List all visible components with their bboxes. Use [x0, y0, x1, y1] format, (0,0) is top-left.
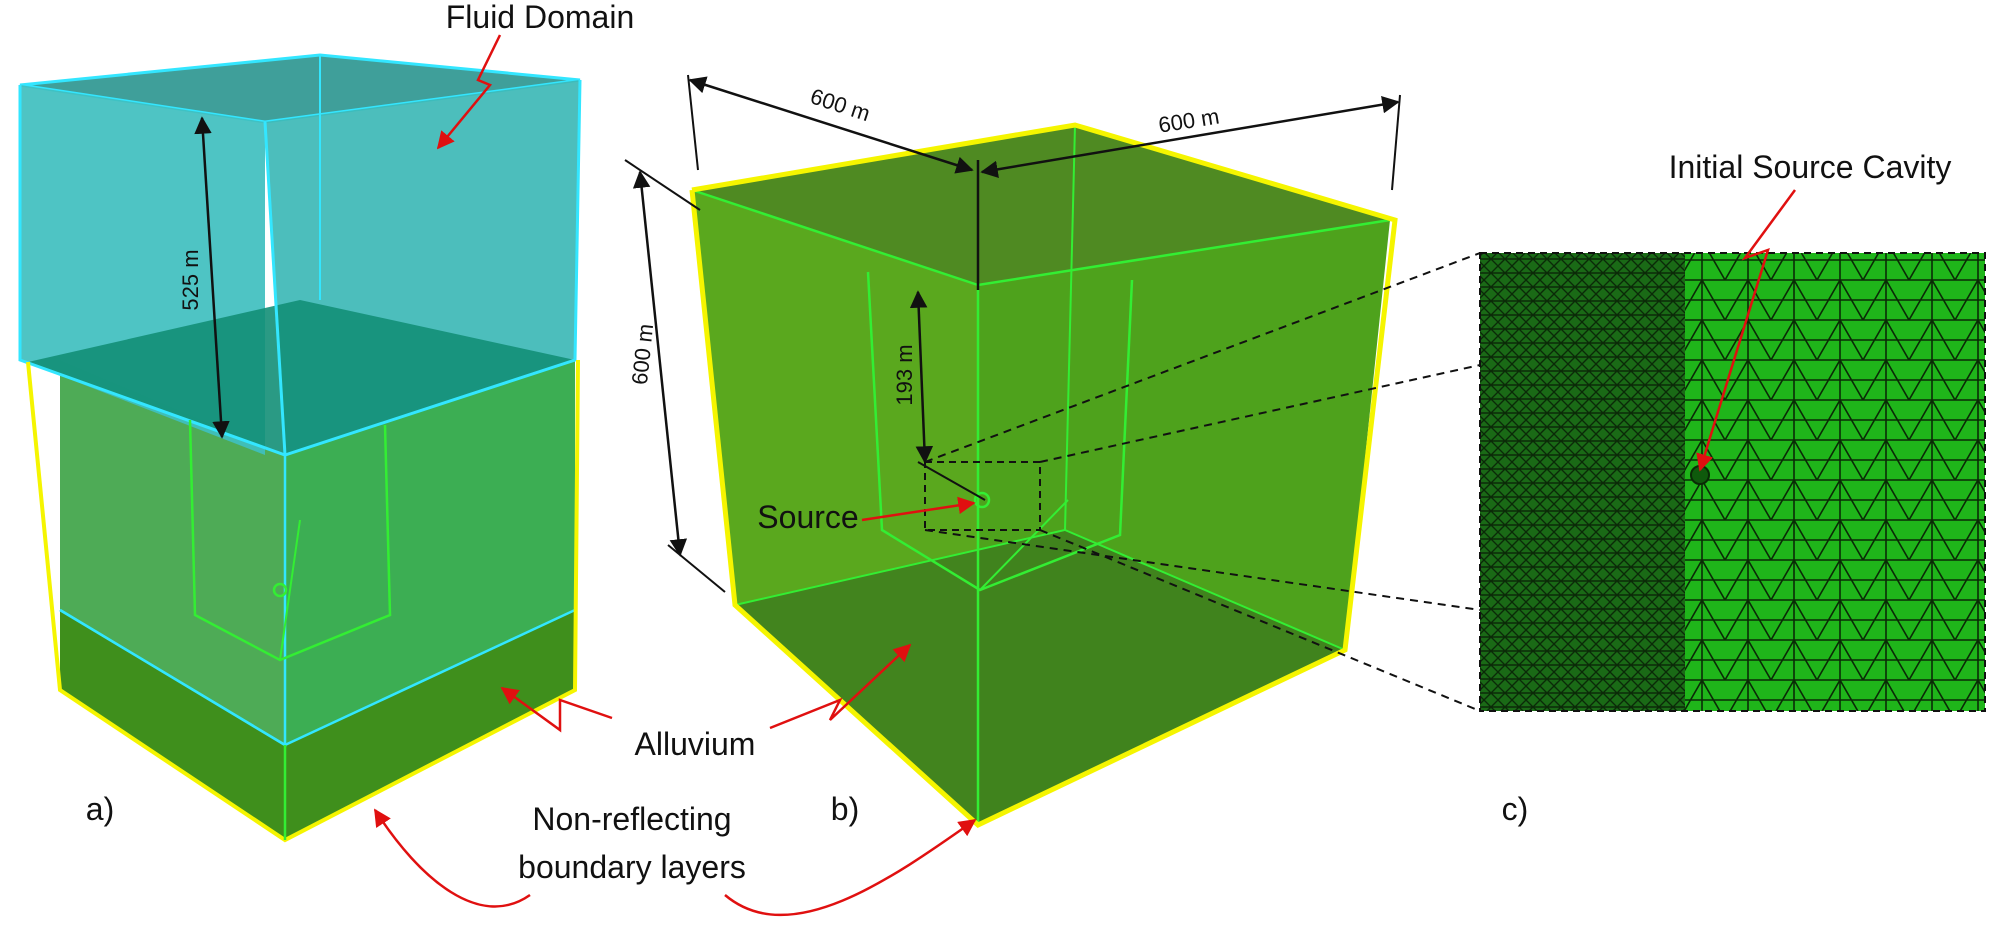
label-alluvium: Alluvium: [635, 726, 756, 762]
panel-a-cyan-bottom-left: [59, 608, 286, 747]
label-nrb-line2: boundary layers: [518, 849, 746, 885]
panel-b-dim-label-600-height: 600 m: [627, 322, 658, 385]
panel-b-bottom-face: [735, 530, 1345, 825]
panel-a-fluid-front-edge: [263, 121, 287, 456]
panel-c-zoom-frame: [1479, 252, 1986, 712]
panel-b-dim-arrow-600-left: [688, 76, 974, 174]
panel-c-mesh-zoom: [924, 252, 1986, 712]
panel-a-dim-arrow-525: [194, 116, 230, 439]
panel-c-connector-3: [924, 529, 1481, 611]
panel-a-source-marker: [272, 582, 288, 598]
fluid-domain-arrow: [436, 34, 502, 150]
panel-b-dim-arrow-193: [909, 290, 934, 464]
panel-b-back-bottom-right: [1064, 529, 1346, 651]
panel-a-model: 525 m: [18, 53, 582, 843]
panel-a-cyan-bottom-right: [284, 608, 576, 747]
panel-b-dim-label-193: 193 m: [892, 344, 917, 405]
alluvium-arrow-a: [500, 686, 613, 733]
label-source: Source: [757, 499, 858, 535]
panel-a-alluvium-lower-band: [60, 610, 575, 840]
panel-c-connector-2: [1039, 364, 1481, 463]
panel-a-inner-green-mid: [279, 519, 301, 661]
nrb-arrow-a: [373, 808, 531, 908]
panel-b-model: 600 m 600 m 600 m 193 m: [624, 74, 1401, 828]
nrb-arrow-b: [724, 818, 977, 917]
panel-label-c: c): [1502, 791, 1529, 827]
source-arrow: [861, 496, 976, 522]
panel-c-connector-4: [1039, 529, 1481, 712]
annotation-arrows: [373, 34, 1797, 917]
panel-a-dim-label-525: 525 m: [178, 249, 203, 310]
panel-b-ext-right-top: [1391, 94, 1401, 191]
panel-b-dim-arrow-600-right: [980, 95, 1400, 179]
panel-b-ext-left-top: [687, 74, 699, 171]
panel-c-mesh-fine-region: [1480, 253, 1685, 711]
label-fluid-domain: Fluid Domain: [446, 0, 635, 35]
panel-b-ext-height-top: [624, 159, 701, 211]
label-initial-source-cavity: Initial Source Cavity: [1669, 149, 1952, 185]
label-nrb-line1: Non-reflecting: [532, 801, 731, 837]
panel-b-dim-arrow-600-height: [632, 170, 688, 557]
alluvium-arrow-b: [769, 643, 912, 730]
panel-label-a: a): [86, 791, 114, 827]
panel-b-ext-height-bottom: [667, 544, 726, 593]
panel-c-connector-1: [924, 252, 1481, 463]
panel-label-b: b): [831, 791, 859, 827]
cavity-arrow: [1696, 189, 1797, 472]
panel-b-zoom-box: [924, 461, 1041, 531]
panel-a-interface-plane: [28, 300, 575, 455]
panel-b-ext-193-bottom: [917, 461, 986, 501]
panel-c-mesh-coarse-region: [1685, 253, 1985, 711]
